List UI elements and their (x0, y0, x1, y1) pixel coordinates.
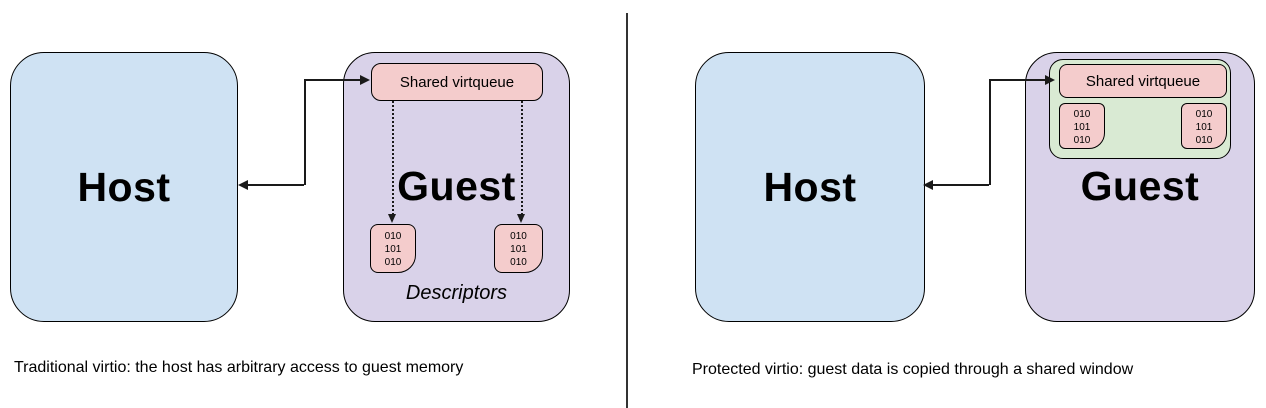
descriptors-label: Descriptors (405, 282, 508, 304)
guest-label: Guest (1080, 163, 1200, 209)
shared-virtqueue-box: Shared virtqueue (1059, 64, 1227, 98)
connector-segment (304, 80, 306, 185)
connector-segment (246, 184, 304, 186)
connector-segment (304, 79, 362, 81)
arrowhead-down-icon (388, 214, 396, 223)
guest-box: Guest Shared virtqueue 010 101 010 010 1… (1025, 52, 1255, 322)
descriptor-block: 010 101 010 (1059, 103, 1105, 149)
shared-window-box: Shared virtqueue 010 101 010 010 101 010 (1049, 59, 1231, 159)
shared-virtqueue-box: Shared virtqueue (371, 63, 543, 101)
descriptor-block: 010 101 010 (370, 224, 416, 273)
guest-label: Guest (397, 163, 516, 209)
descriptor-bits-line: 101 (1195, 122, 1213, 133)
shared-virtqueue-label: Shared virtqueue (399, 73, 515, 91)
arrowhead-left-icon (238, 180, 248, 190)
descriptor-bits-line: 101 (1073, 122, 1091, 133)
arrowhead-right-icon (1045, 75, 1055, 85)
descriptor-bits-line: 101 (384, 244, 402, 255)
arrowhead-right-icon (360, 75, 370, 85)
host-label: Host (77, 163, 171, 210)
host-box: Host (695, 52, 925, 322)
connector-segment (989, 80, 991, 185)
descriptor-bits-line: 010 (1195, 109, 1213, 120)
descriptor-bits-line: 010 (384, 257, 402, 268)
descriptor-block: 010 101 010 (494, 224, 543, 273)
descriptor-bits-line: 010 (1073, 135, 1091, 146)
arrowhead-left-icon (923, 180, 933, 190)
descriptor-bits-line: 010 (384, 231, 402, 242)
descriptor-bits-line: 101 (510, 244, 527, 255)
right-caption: Protected virtio: guest data is copied t… (692, 361, 1134, 378)
right-panel: Host Guest Shared virtqueue 010 101 010 (628, 0, 1266, 408)
host-label: Host (763, 163, 857, 210)
descriptor-bits-line: 010 (1073, 109, 1091, 120)
arrowhead-down-icon (517, 214, 525, 223)
left-panel: Host Guest Shared virtqueue 010 101 010 … (0, 0, 626, 408)
descriptor-bits-line: 010 (1195, 135, 1213, 146)
connector-segment (989, 79, 1047, 81)
host-box: Host (10, 52, 238, 322)
guest-box: Guest Shared virtqueue 010 101 010 010 1… (343, 52, 570, 322)
left-caption: Traditional virtio: the host has arbitra… (14, 359, 464, 376)
shared-virtqueue-label: Shared virtqueue (1085, 72, 1201, 90)
descriptor-dotted-line (392, 101, 394, 215)
connector-segment (931, 184, 989, 186)
panel-divider-line (626, 13, 628, 408)
descriptor-block: 010 101 010 (1181, 103, 1227, 149)
descriptor-dotted-line (521, 101, 523, 215)
descriptor-bits-line: 010 (510, 231, 527, 242)
descriptor-bits-line: 010 (510, 257, 527, 268)
